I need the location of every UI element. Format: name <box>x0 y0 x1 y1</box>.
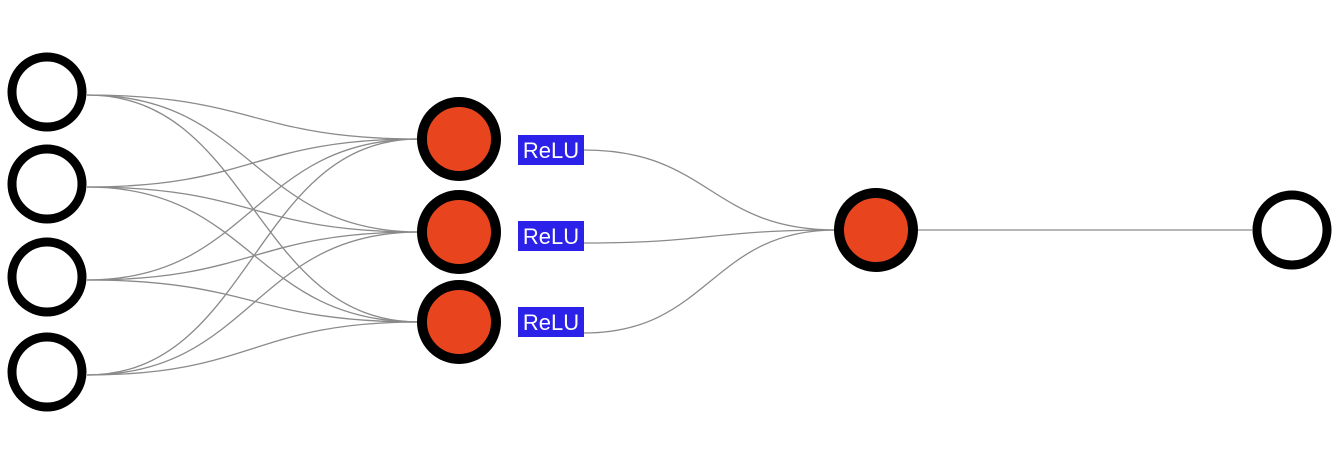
edge-hidden-2-output-1 <box>583 229 837 244</box>
relu-label-2-text: ReLU <box>523 224 579 249</box>
edge-hidden-3-output-1 <box>583 229 837 334</box>
relu-label-2: ReLU <box>518 221 584 251</box>
input-node-3 <box>7 237 87 317</box>
relu-label-3: ReLU <box>518 307 584 337</box>
edge-input-3-hidden-3 <box>86 279 420 323</box>
nodes-layer <box>7 52 1332 412</box>
edge-input-3-hidden-1 <box>86 138 420 281</box>
relu-label-1: ReLU <box>518 135 584 165</box>
edge-input-2-hidden-1 <box>86 138 420 188</box>
output-node-1 <box>834 188 918 272</box>
input-node-4 <box>7 332 87 412</box>
edges-layer <box>86 94 1252 376</box>
hidden-node-1 <box>417 97 501 181</box>
relu-label-1-text: ReLU <box>523 138 579 163</box>
hidden-node-2 <box>417 190 501 274</box>
edge-hidden-1-output-1 <box>583 149 837 231</box>
input-node-1 <box>7 52 87 132</box>
edge-input-4-hidden-3 <box>86 321 420 376</box>
labels-layer: ReLU ReLU ReLU <box>518 135 584 337</box>
relu-label-3-text: ReLU <box>523 310 579 335</box>
input-node-2 <box>7 144 87 224</box>
edge-input-1-hidden-3 <box>86 94 420 323</box>
edge-input-1-hidden-1 <box>86 94 420 140</box>
hidden-node-3 <box>417 280 501 364</box>
edge-input-2-hidden-3 <box>86 186 420 323</box>
edge-input-4-hidden-2 <box>86 231 420 376</box>
edge-input-4-hidden-1 <box>86 138 420 376</box>
final-node-1 <box>1252 190 1332 270</box>
